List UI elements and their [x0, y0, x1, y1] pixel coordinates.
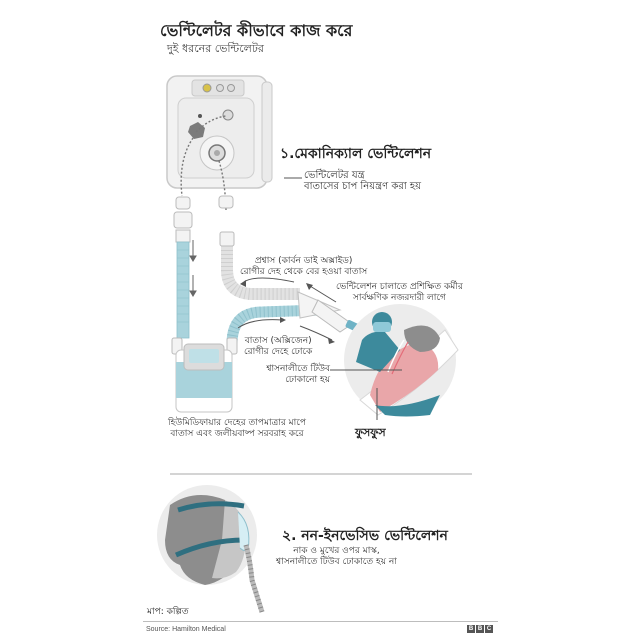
section-heading-mechanical: ১.মেকানিক্যাল ভেন্টিলেশন	[280, 146, 432, 162]
label-exhale: প্রশ্বাস (কার্বন ডাই অক্সাইড) রোগীর দেহ …	[240, 256, 368, 277]
label-noninvasive-desc: নাক ও মুখের ওপর মাস্ক, শ্বাসনালীতে টিউব …	[276, 546, 397, 567]
bbc-logo: B B C	[467, 625, 493, 633]
page-title: ভেন্টিলেটর কীভাবে কাজ করে	[160, 21, 353, 40]
label-inhale: বাতাস (অক্সিজেন) রোগীর দেহে ঢোকে	[244, 336, 313, 357]
humidifier-icon	[171, 337, 238, 413]
section-divider	[170, 473, 472, 475]
page-subtitle: দুই ধরনের ভেন্টিলেটর	[167, 42, 264, 55]
bbc-logo-letter: B	[476, 625, 484, 633]
intubated-patient-icon	[344, 304, 459, 417]
ventilator-machine-icon	[166, 75, 273, 211]
label-ventilator-device: ভেন্টিলেটর যন্ত্র বাতাসের চাপ নিয়ন্ত্রণ…	[304, 170, 422, 192]
bbc-logo-letter: C	[485, 625, 493, 633]
source-credit: Source: Hamilton Medical	[146, 626, 226, 633]
scale-note: মাপ: কল্পিত	[147, 607, 189, 617]
section-heading-noninvasive: ২. নন-ইনভেসিভ ভেন্টিলেশন	[282, 528, 448, 544]
label-tube-insertion: শ্বাসনালীতে টিউব ঢোকানো হয়	[266, 364, 330, 385]
label-lungs: ফুসফুস	[355, 426, 386, 439]
mask-head-icon	[157, 485, 265, 613]
label-trained-staff: ভেন্টিলেশন চালাতে প্রশিক্ষিত কর্মীর সার্…	[336, 282, 463, 303]
label-humidifier: হিউমিডিফায়ার দেহের তাপমাত্রার মাপে বাতা…	[168, 418, 306, 439]
bbc-logo-letter: B	[467, 625, 475, 633]
footer-divider	[143, 621, 498, 622]
